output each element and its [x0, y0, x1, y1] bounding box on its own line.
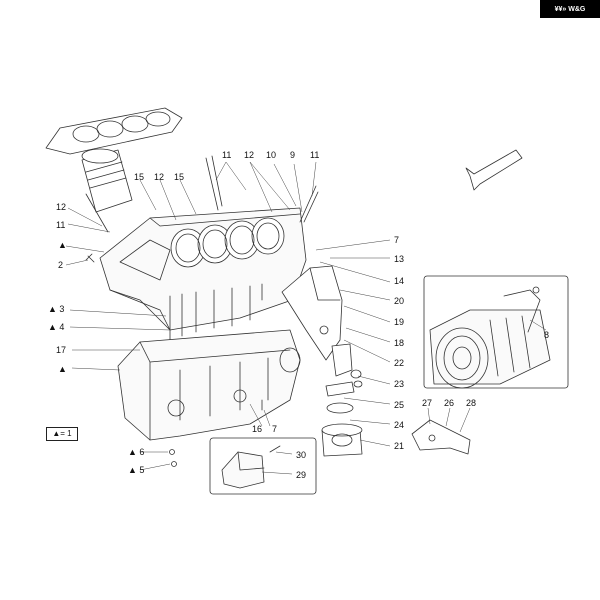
legend-note: ▲= 1: [46, 427, 78, 441]
callout-28: 28: [466, 398, 477, 408]
engine-mount-bracket: [281, 265, 343, 361]
callout-12: 12: [154, 172, 165, 182]
mount-support: [325, 343, 363, 397]
callout-8: 8: [544, 330, 550, 340]
callout-17: 17: [56, 345, 67, 355]
callout-4: ▲ 4: [48, 322, 65, 332]
callout-11: 11: [222, 150, 232, 160]
callout-7: 7: [394, 235, 400, 245]
callout-15: 15: [174, 172, 185, 182]
callout-3: ▲ 3: [48, 304, 65, 314]
gearbox-bracket: [411, 419, 471, 455]
triangle-marker: ▲: [58, 240, 67, 250]
callout-12: 12: [244, 150, 255, 160]
callout-7: 7: [272, 424, 278, 434]
callout-24: 24: [394, 420, 405, 430]
screws: [85, 253, 263, 467]
callout-20: 20: [394, 296, 405, 306]
leader-lines: [65, 161, 547, 475]
callout-12: 12: [56, 202, 67, 212]
callout-11: 11: [56, 220, 66, 230]
callout-13: 13: [394, 254, 405, 264]
callout-18: 18: [394, 338, 405, 348]
callout-22: 22: [394, 358, 405, 368]
callout-29: 29: [296, 470, 307, 480]
transmission-detail: [423, 275, 569, 389]
mount-detail: [209, 437, 317, 495]
callout-27: 27: [422, 398, 433, 408]
callout-11: 11: [310, 150, 320, 160]
callout-30: 30: [296, 450, 307, 460]
callout-5: ▲ 5: [128, 465, 145, 475]
direction-arrow: [465, 149, 523, 191]
block-studs: [85, 155, 319, 341]
triangle-marker: ▲: [58, 364, 67, 374]
callout-2: 2: [58, 260, 64, 270]
callout-21: 21: [394, 441, 405, 451]
callout-25: 25: [394, 400, 405, 410]
cylinder-liner: [81, 148, 133, 213]
callout-6: ▲ 6: [128, 447, 145, 457]
callout-14: 14: [394, 276, 405, 286]
callout-9: 9: [290, 150, 296, 160]
engine-block: [99, 207, 307, 331]
callout-23: 23: [394, 379, 405, 389]
callout-10: 10: [266, 150, 277, 160]
rubber-mount: [321, 402, 363, 457]
brand-logo: ¥¥» W&G: [540, 0, 600, 18]
callout-15: 15: [134, 172, 145, 182]
head-gasket: [45, 107, 183, 155]
callout-19: 19: [394, 317, 405, 327]
callout-26: 26: [444, 398, 455, 408]
callout-16: 16: [252, 424, 263, 434]
